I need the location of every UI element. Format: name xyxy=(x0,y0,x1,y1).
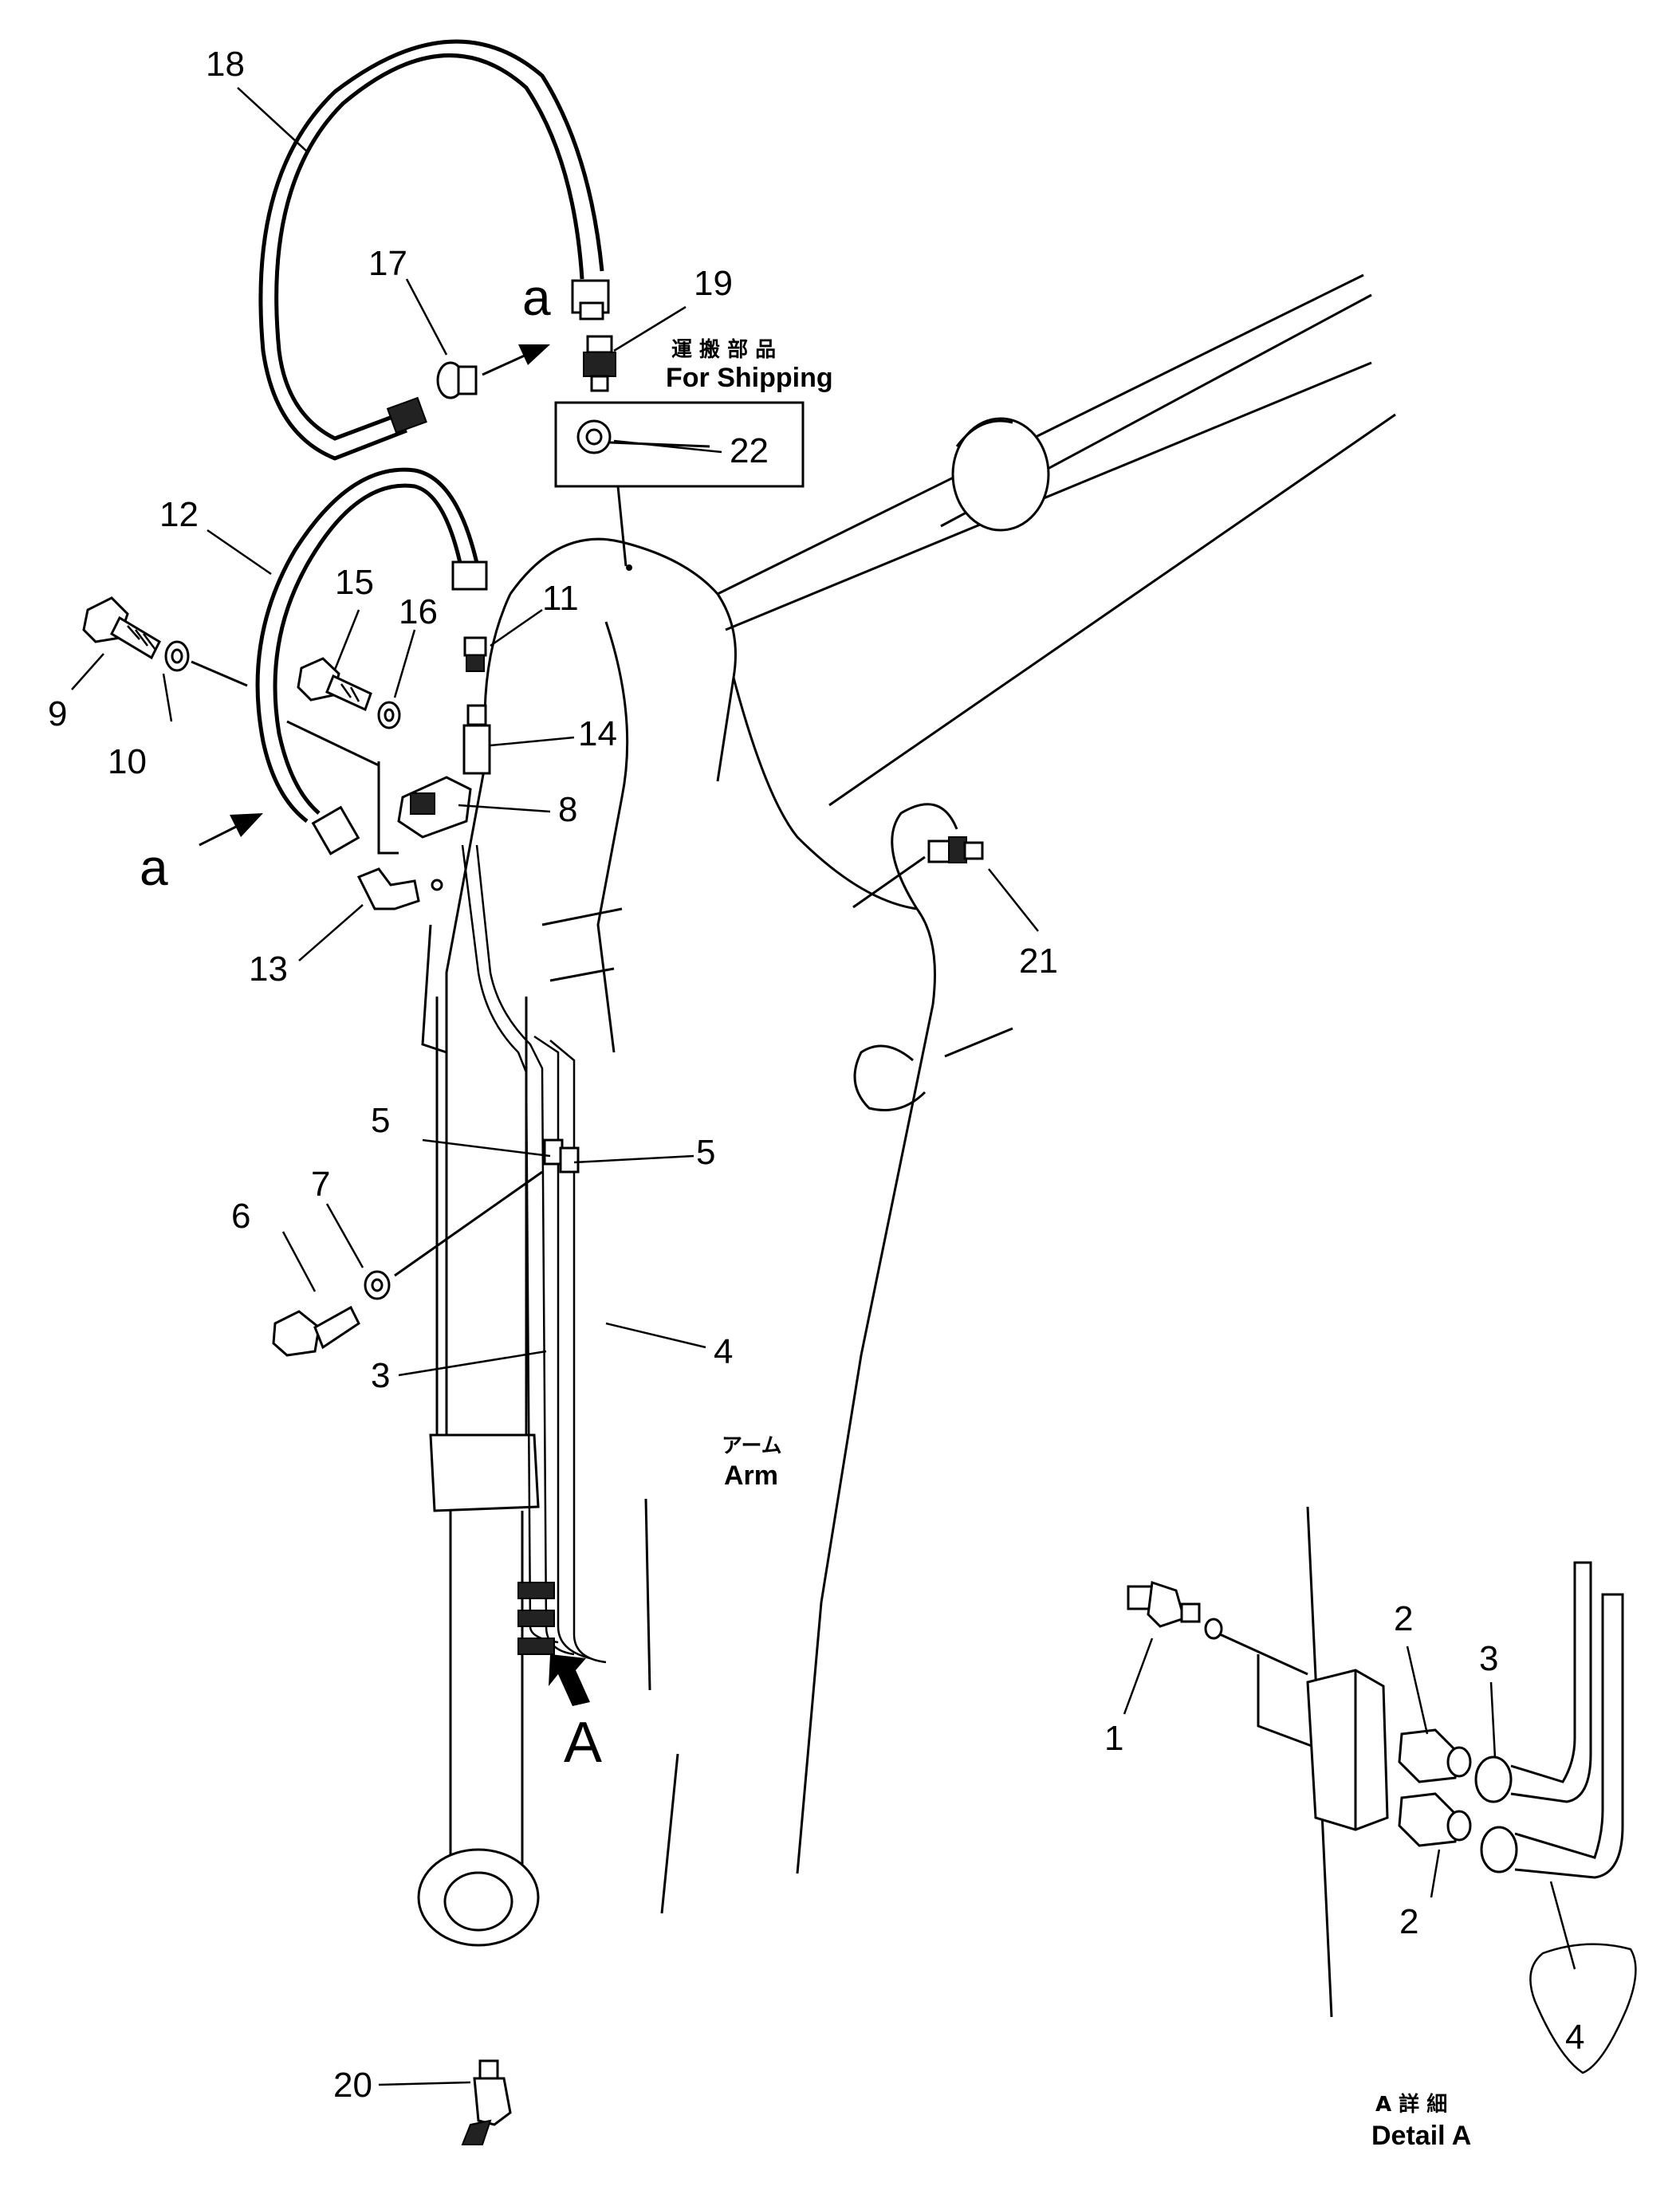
part-labels: 18 17 19 22 12 15 16 11 14 8 9 10 13 21 … xyxy=(48,45,1584,2105)
marker-view-A: A xyxy=(564,1711,602,1775)
label-part-16: 16 xyxy=(399,592,438,631)
label-part-21: 21 xyxy=(1019,942,1058,981)
clamp-14-drawing xyxy=(462,704,491,775)
caption-detail-en: Detail A xyxy=(1371,2121,1471,2151)
washer-10-drawing xyxy=(164,640,248,687)
label-part-10: 10 xyxy=(108,742,147,781)
block-8-drawing xyxy=(286,720,472,855)
caption-shipping-jp: 運 搬 部 品 xyxy=(671,337,776,362)
arrow-a-left xyxy=(199,813,263,847)
label-part-14: 14 xyxy=(578,714,617,753)
label-part-15: 15 xyxy=(335,563,374,602)
hose-12-drawing xyxy=(255,467,488,855)
label-part-19: 19 xyxy=(694,264,733,303)
marker-a-left: a xyxy=(140,839,168,896)
caption-arm-en: Arm xyxy=(724,1461,778,1491)
washer-16-drawing xyxy=(377,701,401,729)
view-arrow-A xyxy=(549,1654,590,1706)
fitting-20-drawing xyxy=(461,2059,512,2145)
label-part-12: 12 xyxy=(159,495,199,534)
label-part-4-detail: 4 xyxy=(1565,2018,1584,2057)
hose-18-drawing xyxy=(258,39,610,461)
label-part-11: 11 xyxy=(542,579,579,618)
label-part-4: 4 xyxy=(714,1332,733,1371)
grease-pipes-drawing xyxy=(461,844,623,1664)
label-part-2-top: 2 xyxy=(1394,1599,1413,1638)
label-part-8: 8 xyxy=(558,790,577,829)
label-part-6: 6 xyxy=(231,1197,250,1236)
label-part-3-detail: 3 xyxy=(1479,1639,1498,1678)
label-part-7: 7 xyxy=(311,1165,330,1204)
label-part-20: 20 xyxy=(333,2066,372,2105)
caption-shipping-en: For Shipping xyxy=(666,363,833,393)
label-part-13: 13 xyxy=(249,950,288,989)
label-part-9: 9 xyxy=(48,694,67,733)
arm-outline-drawing xyxy=(445,537,1013,1914)
bolt-15-drawing xyxy=(297,657,372,712)
bolt-9-drawing xyxy=(82,596,161,660)
label-part-1: 1 xyxy=(1104,1719,1123,1758)
fitting-17-drawing xyxy=(436,361,478,399)
label-part-22: 22 xyxy=(730,431,769,470)
boom-cylinder-drawing xyxy=(717,273,1396,807)
label-part-3: 3 xyxy=(371,1356,390,1395)
detail-A-drawing xyxy=(1127,1506,1637,2074)
arm-cylinder-drawing xyxy=(417,924,540,1947)
label-part-17: 17 xyxy=(368,244,407,283)
caption-arm-jp: アーム xyxy=(722,1434,782,1458)
shipping-box xyxy=(554,401,805,571)
fitting-11-drawing xyxy=(463,636,487,672)
label-part-5-left: 5 xyxy=(371,1101,390,1140)
label-part-2-bottom: 2 xyxy=(1399,1902,1418,1941)
arrow-a-top xyxy=(482,344,550,376)
label-part-5-right: 5 xyxy=(696,1133,715,1172)
fitting-19-drawing xyxy=(583,335,616,392)
caption-detail-jp: A 詳 細 xyxy=(1375,2092,1447,2117)
label-part-18: 18 xyxy=(206,45,245,84)
bolt-6-drawing xyxy=(272,1305,360,1357)
leader-lines xyxy=(71,87,1576,2086)
elbow-13-drawing xyxy=(356,867,443,910)
washer-7-drawing xyxy=(364,1170,543,1300)
marker-a-top: a xyxy=(522,269,551,326)
fitting-21-drawing xyxy=(852,836,984,909)
